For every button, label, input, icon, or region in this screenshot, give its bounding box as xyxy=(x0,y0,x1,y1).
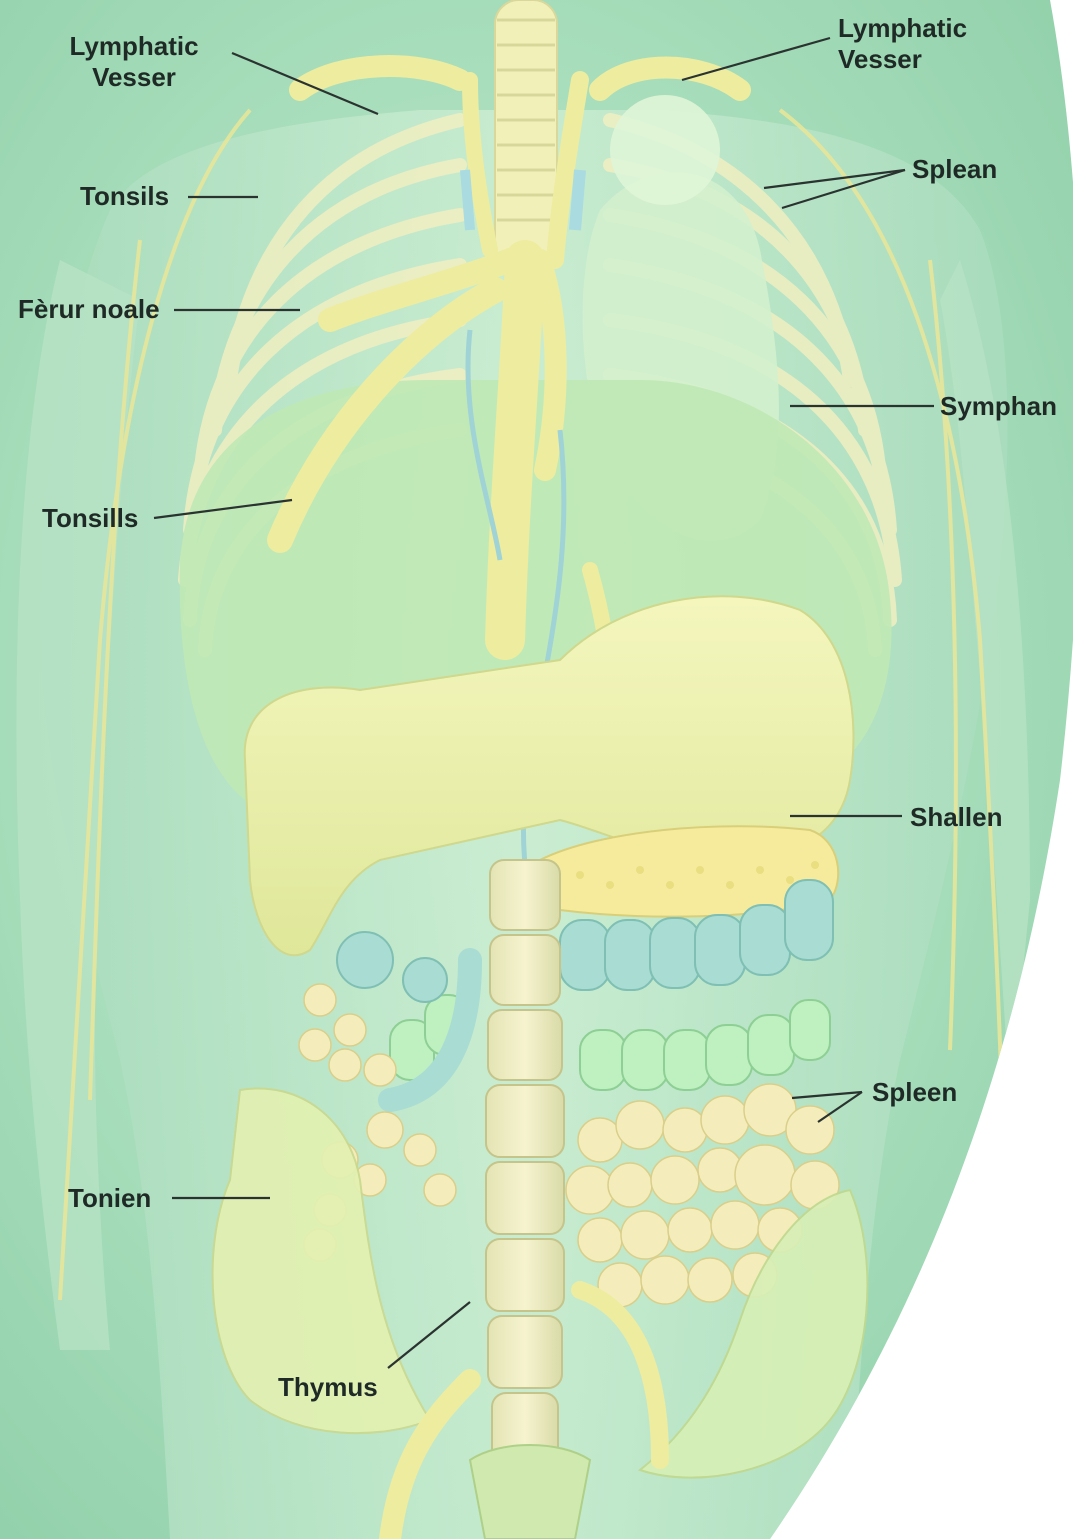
spine xyxy=(486,860,564,1463)
label-tonien: Tonien xyxy=(68,1183,151,1213)
sacrum xyxy=(470,1445,590,1539)
blue-node-small xyxy=(403,958,447,1002)
label-ferur-noale: Fèrur noale xyxy=(18,294,160,324)
label-shallen: Shallen xyxy=(910,802,1002,832)
label-tonsils-upper: Tonsils xyxy=(80,181,169,211)
label-spleen: Spleen xyxy=(872,1077,957,1107)
label-tonsills-lower: Tonsills xyxy=(42,503,138,533)
label-splean: Splean xyxy=(912,154,997,184)
label-lymphatic-vessel-left-line1: Lymphatic xyxy=(69,31,198,61)
blue-node xyxy=(337,932,393,988)
label-lymphatic-vessel-right-line2: Vesser xyxy=(838,44,922,74)
label-lymphatic-vessel-left-line2: Vesser xyxy=(92,62,176,92)
upper-organ xyxy=(610,95,720,205)
label-symphan: Symphan xyxy=(940,391,1057,421)
trachea xyxy=(495,0,557,270)
label-thymus: Thymus xyxy=(278,1372,378,1402)
label-lymphatic-vessel-right-line1: Lymphatic xyxy=(838,13,967,43)
